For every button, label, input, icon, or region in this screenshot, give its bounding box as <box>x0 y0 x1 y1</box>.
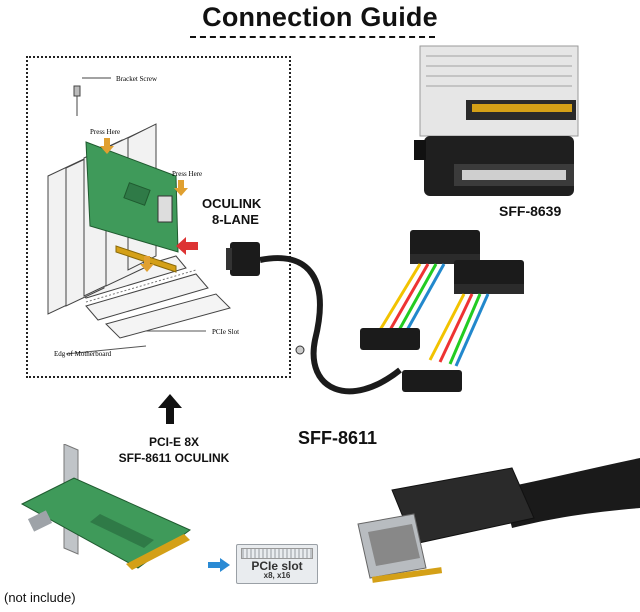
label-pcie-slot: PCIe Slot <box>212 328 239 336</box>
oculink-plug-icon <box>230 242 260 276</box>
sata-connector-icon <box>410 230 524 294</box>
pcie-card-label: PCI-E 8X SFF-8611 OCULINK <box>98 434 250 466</box>
not-include-note: (not include) <box>4 590 76 605</box>
pcie-card-label-line2: SFF-8611 OCULINK <box>118 451 230 465</box>
sff8639-connector-photo <box>414 136 574 196</box>
insert-arrow-icon <box>176 237 198 255</box>
installation-illustration: Bracket Screw Press Here Press Here PCIe… <box>47 75 239 358</box>
label-press-here-2: Press Here <box>172 170 202 178</box>
arrow-up-icon <box>158 394 182 424</box>
title-underline <box>190 36 435 38</box>
oculink-label: OCULINK 8-LANE <box>202 196 261 228</box>
pcie-card-label-line1: PCI-E 8X <box>148 435 199 449</box>
label-edge-motherboard: Edg of Motherboard <box>54 350 112 358</box>
oculink-port-icon <box>157 195 173 223</box>
sff8611-connector-photo <box>357 458 640 583</box>
pcie-card-photo <box>20 444 191 570</box>
press-arrow-icon <box>174 180 188 196</box>
pcie-slot-label: PCIe slot <box>251 559 303 573</box>
label-press-here-1: Press Here <box>90 128 120 136</box>
sff8639-drive-photo <box>419 45 579 137</box>
oculink-label-line2: 8-LANE <box>212 212 259 227</box>
sff8611-label: SFF-8611 <box>298 428 378 448</box>
sff8639-label: SFF-8639 <box>499 203 562 219</box>
bracket-screw-icon <box>73 77 111 116</box>
pcie-slot-strip <box>241 548 313 559</box>
sff8611-cable-illustration <box>226 230 524 395</box>
pcie-slot-card: PCIe slot x8, x16 <box>236 544 318 584</box>
page-title: Connection Guide <box>202 2 438 32</box>
oculink-label-line1: OCULINK <box>202 196 262 211</box>
label-bracket-screw: Bracket Screw <box>116 75 158 83</box>
arrow-right-icon <box>208 558 230 572</box>
pcie-slot-sublabel: x8, x16 <box>263 571 291 580</box>
press-arrow-icon <box>100 138 114 154</box>
